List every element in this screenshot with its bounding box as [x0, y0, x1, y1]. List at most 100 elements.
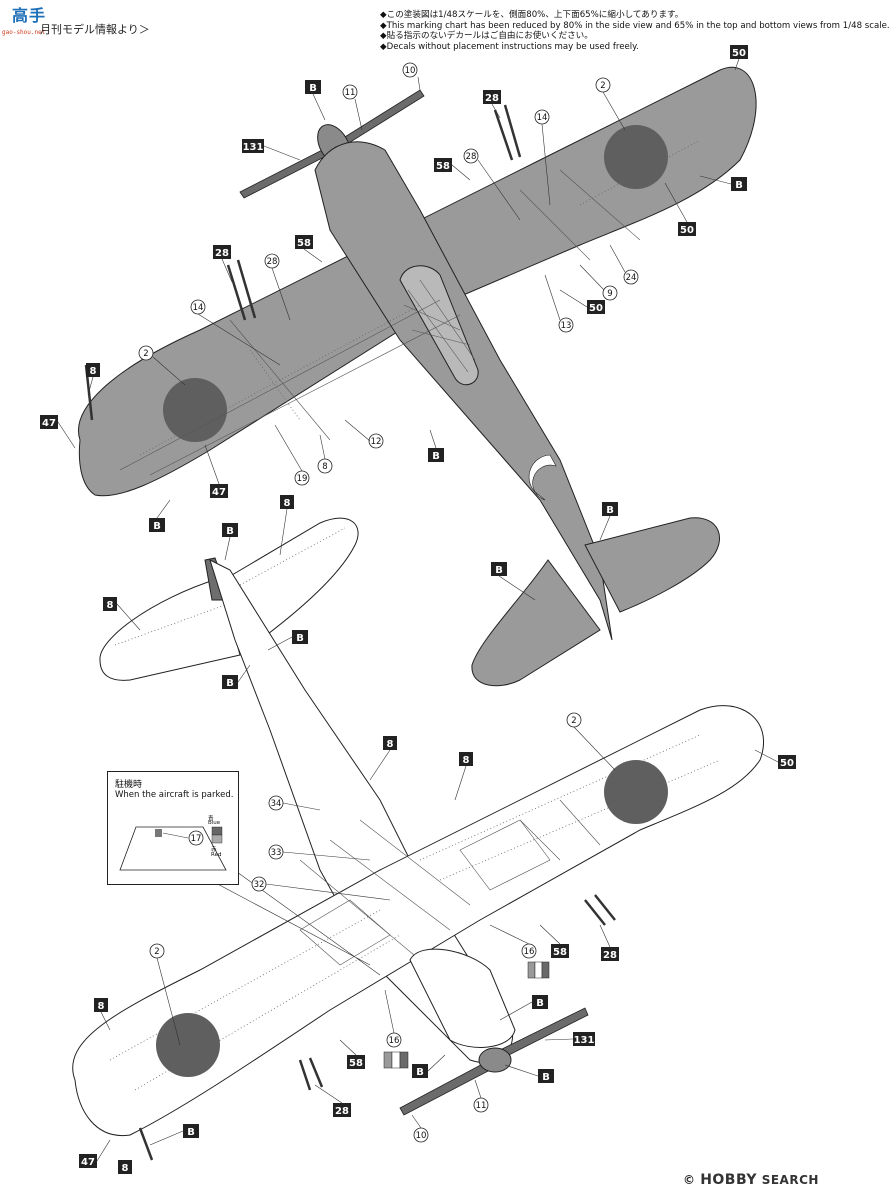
callout-number: 24: [626, 273, 637, 283]
callout-number: 131: [574, 1035, 595, 1046]
callout-circle: 12: [368, 433, 384, 449]
callout-number: 11: [476, 1101, 487, 1111]
callout-circle: 19: [294, 470, 310, 486]
callout-box: 28: [483, 90, 501, 104]
callout-number: 50: [780, 758, 794, 769]
callout-number: 19: [297, 474, 308, 484]
callout-circle: 10: [402, 62, 418, 78]
callout-circle: 24: [623, 269, 639, 285]
callout-number: 28: [485, 93, 499, 104]
callout-number: 47: [81, 1157, 95, 1168]
callout-number: 8: [98, 1001, 105, 1012]
callout-number: 58: [349, 1058, 363, 1069]
callout-box: 8: [86, 363, 100, 377]
callout-circle: 11: [342, 84, 358, 100]
red-label-en: Red: [211, 852, 222, 858]
callout-box: 8: [459, 752, 473, 766]
callout-box: B: [412, 1064, 428, 1078]
watermark-brand: HOBBY: [700, 1172, 758, 1188]
callout-box: 8: [94, 998, 108, 1012]
marking-chart-page: 高手 gao-shou.net 月刊モデル情報より＞ ◆この塗装図は1/48スケ…: [2, 6, 890, 1188]
callout-number: 32: [254, 880, 265, 890]
blue-label-en: Blue: [208, 820, 221, 826]
callout-box: B: [602, 502, 618, 516]
callout-box: 8: [383, 736, 397, 750]
callout-circle: 10: [413, 1127, 429, 1143]
callout-circle: 14: [534, 109, 550, 125]
callout-number: 14: [193, 303, 204, 313]
callout-box: 50: [587, 300, 605, 314]
callout-box: 131: [242, 139, 264, 153]
callout-box: 131: [573, 1032, 595, 1046]
callout-circle: 16: [386, 1032, 402, 1048]
callout-number: 28: [335, 1106, 349, 1117]
callout-number: 28: [215, 248, 229, 259]
callout-number: 8: [284, 498, 291, 509]
callout-box: 50: [678, 222, 696, 236]
breadcrumb-text: 月刊モデル情報より＞: [40, 23, 150, 36]
inset-detail-drawing: 17: [119, 826, 227, 871]
parked-inset: 駐機時 When the aircraft is parked. 17 青 Bl…: [107, 771, 239, 885]
callout-box: 50: [730, 45, 748, 59]
callout-number: 28: [603, 950, 617, 961]
callout-number: 8: [463, 755, 470, 766]
callout-number: B: [226, 526, 234, 537]
callout-box: 58: [347, 1055, 365, 1069]
callout-number: B: [187, 1127, 195, 1138]
callout-number: 11: [345, 88, 356, 98]
top-view-callouts: B 131 28 58 28 58 8 47 B 47 B 50 B 50 50…: [40, 45, 748, 601]
site-logo: 高手: [12, 6, 47, 25]
callout-number: 50: [732, 48, 746, 59]
callout-circle: 32: [251, 876, 267, 892]
callout-number: 8: [90, 366, 97, 377]
callout-box: 58: [295, 235, 313, 249]
callout-circle: 8: [317, 458, 333, 474]
site-logo-subtitle: gao-shou.net: [2, 29, 46, 36]
callout-box: 50: [778, 755, 796, 769]
bottom-view-aircraft: [72, 559, 765, 1161]
callout-number: B: [606, 505, 614, 516]
callout-number: 8: [107, 600, 114, 611]
callout-number: 8: [322, 462, 327, 472]
callout-number: B: [542, 1072, 550, 1083]
callout-circle: 9: [602, 285, 618, 301]
callout-circle: 2: [566, 712, 582, 728]
callout-box: B: [222, 675, 238, 689]
callout-box: B: [305, 80, 321, 94]
callout-number: 50: [680, 225, 694, 236]
callout-number: 16: [389, 1036, 400, 1046]
callout-number: 47: [212, 487, 226, 498]
callout-circle: 13: [558, 317, 574, 333]
callout-box: 28: [601, 947, 619, 961]
callout-number: 16: [524, 947, 535, 957]
top-view-aircraft: [78, 66, 757, 687]
callout-box: B: [183, 1124, 199, 1138]
callout-number: 2: [571, 716, 576, 726]
callout-box: 58: [551, 944, 569, 958]
callout-circle: 28: [264, 253, 280, 269]
callout-number: 47: [42, 418, 56, 429]
callout-box: B: [292, 630, 308, 644]
callout-circle: 2: [149, 943, 165, 959]
callout-circle: 34: [268, 795, 284, 811]
callout-number: 8: [122, 1163, 129, 1174]
bottom-view-callouts: 8 B 8 B B 8 8 50 58 28 B 131 B B 8 58 28…: [79, 495, 796, 1174]
callout-box: 8: [103, 597, 117, 611]
callout-circle: 11: [473, 1097, 489, 1113]
callout-circle: 2: [138, 345, 154, 361]
callout-number: 8: [387, 739, 394, 750]
callout-number: 34: [271, 799, 282, 809]
callout-box: B: [222, 523, 238, 537]
callout-number: B: [432, 451, 440, 462]
watermark-word: SEARCH: [761, 1173, 819, 1187]
inset-title-jp: 駐機時: [115, 780, 143, 790]
callout-number: 2: [143, 349, 148, 359]
note-line: ◆この塗装図は1/48スケールを、側面80%、上下面65%に縮小してあります。: [380, 10, 684, 20]
callout-number: 12: [371, 437, 382, 447]
callout-number: 13: [561, 321, 572, 331]
callout-number: B: [735, 180, 743, 191]
callout-number: B: [416, 1067, 424, 1078]
blue-label-jp: 青: [208, 816, 214, 822]
note-line: ◆貼る指示のないデカールはご自由にお使いください。: [380, 31, 593, 42]
instruction-notes: ◆この塗装図は1/48スケールを、側面80%、上下面65%に縮小してあります。 …: [380, 10, 890, 52]
